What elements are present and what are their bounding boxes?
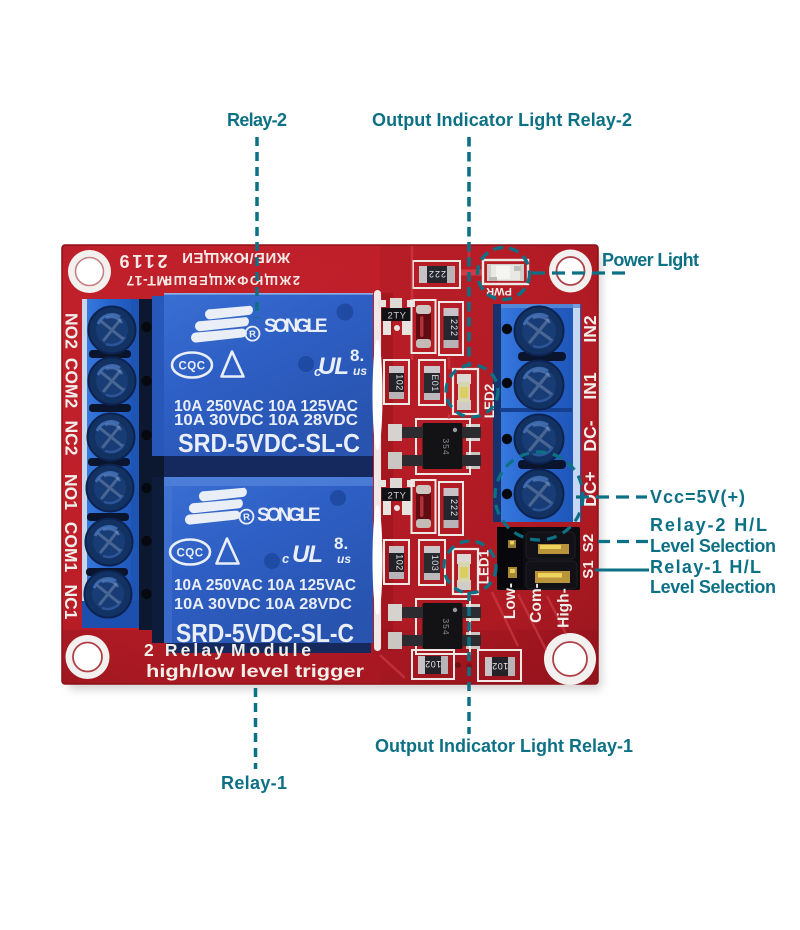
svg-text:CQC: CQC (178, 361, 205, 373)
svg-text:8.: 8. (334, 534, 348, 553)
svg-text:222: 222 (428, 269, 446, 279)
svg-text:102: 102 (425, 659, 442, 669)
svg-text:us: us (353, 364, 367, 378)
svg-text:10A 30VDC 10A 28VDC: 10A 30VDC 10A 28VDC (174, 412, 358, 429)
svg-text:R: R (249, 329, 257, 341)
svg-text:COM1: COM1 (61, 522, 81, 573)
svg-text:NO2: NO2 (62, 313, 82, 349)
svg-text:c: c (282, 551, 290, 566)
svg-text:DC-: DC- (580, 420, 600, 451)
svg-text:Vcc=5V(+): Vcc=5V(+) (650, 487, 745, 507)
svg-text:103: 103 (430, 555, 440, 572)
svg-text:Relay-1: Relay-1 (221, 773, 287, 793)
svg-text:NC2: NC2 (62, 420, 82, 455)
svg-text:c: c (314, 364, 322, 379)
svg-text:SRD-5VDC-SL-C: SRD-5VDC-SL-C (178, 428, 360, 458)
svg-text:Output Indicator Light Relay-2: Output Indicator Light Relay-2 (372, 110, 632, 130)
svg-text:SONGLE: SONGLE (264, 316, 328, 337)
svg-text:E01: E01 (430, 374, 440, 392)
svg-text:2ЖЩЮФЖЩЕВШР: 2ЖЩЮФЖЩЕВШР (162, 273, 300, 288)
svg-text:S2: S2 (580, 534, 597, 552)
svg-text:IN1: IN1 (580, 372, 600, 400)
svg-text:R: R (243, 512, 251, 524)
svg-text:us: us (337, 552, 351, 566)
svg-text:UL: UL (292, 541, 322, 568)
svg-text:10A 250VAC 10A 125VAC: 10A 250VAC 10A 125VAC (174, 577, 356, 594)
svg-text:10A 30VDC 10A 28VDC: 10A 30VDC 10A 28VDC (174, 596, 352, 613)
svg-text:SRD-5VDC-SL-C: SRD-5VDC-SL-C (176, 618, 354, 648)
svg-text:High-: High- (556, 588, 573, 628)
svg-text:Power Light: Power Light (602, 250, 699, 270)
svg-text:2 Relay: 2 Relay (144, 640, 224, 660)
svg-text:SONGLE: SONGLE (257, 505, 321, 526)
svg-text:Level Selection: Level Selection (650, 577, 776, 597)
svg-text:8.: 8. (350, 346, 364, 365)
svg-text:CQC: CQC (176, 548, 203, 560)
svg-text:Output Indicator Light Relay-1: Output Indicator Light Relay-1 (375, 736, 633, 756)
svg-text:PWR: PWR (486, 285, 512, 297)
svg-text:MT-17: MT-17 (126, 273, 168, 289)
svg-text:Level Selection: Level Selection (650, 536, 776, 556)
svg-text:NO1: NO1 (61, 474, 81, 510)
svg-text:Relay-1 H/L: Relay-1 H/L (650, 557, 761, 577)
svg-text:LED1: LED1 (477, 549, 492, 584)
svg-text:Low-: Low- (502, 583, 519, 619)
svg-text:10A 250VAC 10A 125VAC: 10A 250VAC 10A 125VAC (174, 398, 358, 415)
svg-text:IN2: IN2 (580, 315, 600, 343)
svg-text:102: 102 (492, 661, 509, 671)
svg-text:NC1: NC1 (61, 584, 81, 619)
svg-text:Relay-2 H/L: Relay-2 H/L (650, 515, 767, 535)
svg-text:Relay-2: Relay-2 (227, 110, 287, 130)
svg-text:high/low level trigger: high/low level trigger (146, 661, 364, 681)
svg-text:COM2: COM2 (62, 358, 82, 409)
svg-text:Com-: Com- (528, 583, 545, 623)
svg-text:LED2: LED2 (482, 384, 497, 419)
svg-text:S1: S1 (580, 560, 597, 578)
svg-text:ЖИБ/ЮЖЩЕИ: ЖИБ/ЮЖЩЕИ (182, 249, 292, 266)
svg-text:UL: UL (318, 353, 348, 380)
svg-text:2119: 2119 (116, 251, 167, 271)
